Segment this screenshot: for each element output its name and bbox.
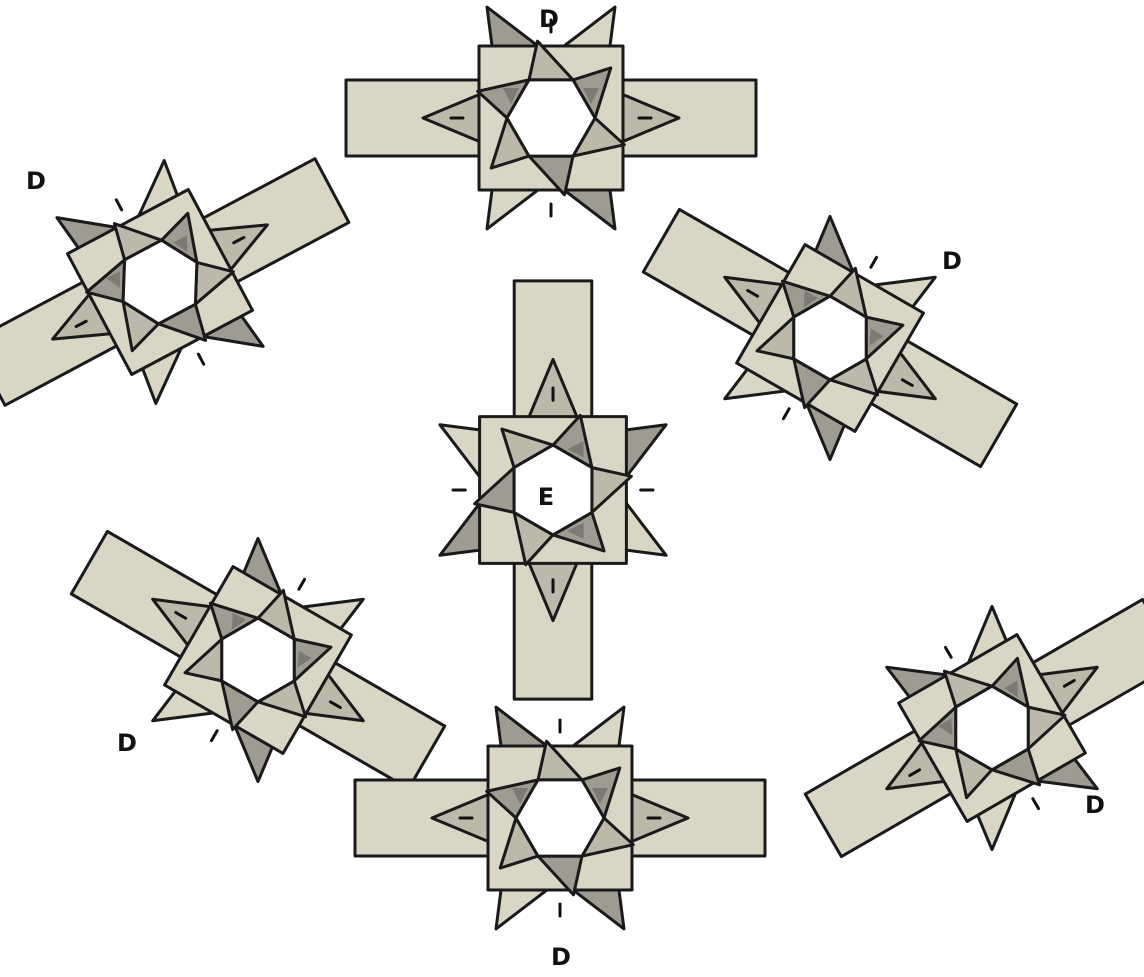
fold-tick (198, 354, 203, 364)
fold-tick (211, 731, 217, 741)
units-layer (0, 7, 1144, 929)
fold-tick (299, 579, 305, 589)
fold-tick (783, 409, 789, 419)
unit-upper-left (0, 159, 349, 406)
unit-top (346, 7, 756, 229)
label-lower-right-d: D (1085, 791, 1105, 819)
label-upper-left-d: D (26, 167, 46, 195)
fold-tick (116, 200, 121, 210)
label-center-e: E (538, 483, 554, 511)
label-top-d: D (539, 5, 559, 33)
fold-tick (871, 257, 877, 267)
label-upper-right-d: D (942, 247, 962, 275)
label-bottom-d: D (551, 943, 571, 971)
fold-tick (1033, 799, 1039, 809)
fold-tick (945, 647, 951, 657)
label-lower-left-d: D (117, 729, 137, 757)
